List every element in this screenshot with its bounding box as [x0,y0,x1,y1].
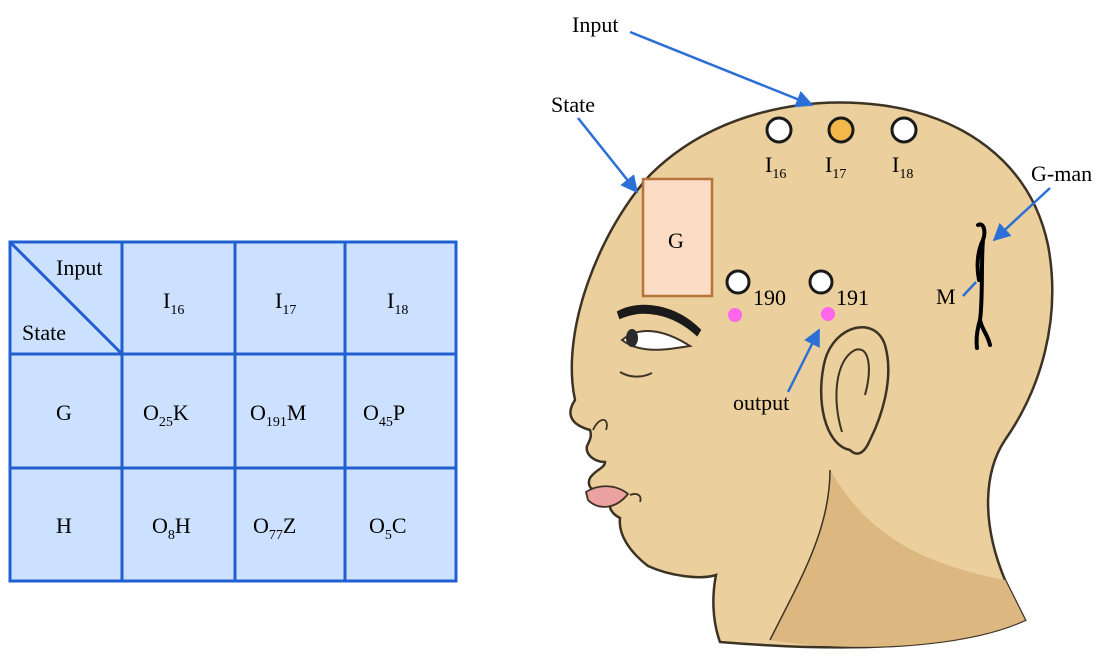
g-man-letter-pointer [962,281,977,297]
state-box-letter: G [668,228,684,253]
corner-diagonal [8,240,124,356]
head-illustration: G I16 I17 I18 190 191 M [569,101,1054,649]
input-label-i18: I18 [892,152,913,182]
callouts: Input State G-man output [551,12,1092,415]
eye [620,330,693,351]
corner-state-label: State [22,320,66,345]
neck-shadow [770,470,1025,647]
col-header-i18: I18 [387,288,408,318]
input-node-i17-active [827,116,855,144]
g-man-arrow [992,187,1051,242]
g-man-letter: M [936,284,956,309]
table-frame [8,240,458,583]
col-header-i16: I16 [163,288,184,318]
output-label-191: 191 [836,285,869,310]
cell-g-i16: O25K [143,400,189,430]
input-node-i16 [765,116,793,144]
input-arrow [629,30,814,108]
output-node-190 [725,269,751,295]
output-label-190: 190 [753,285,786,310]
input-node-i18 [890,116,918,144]
cell-g-i17: O191M [250,400,306,430]
input-callout-label: Input [572,12,618,37]
state-callout-label: State [551,92,595,117]
state-input-table: Input State I16 I17 I18 G O25K O191M O45… [8,240,458,583]
output-dot-191 [821,307,835,321]
eyebrow [616,304,702,337]
cell-h-i18: O5C [369,513,407,543]
cell-g-i18: O45P [363,400,405,430]
state-box [641,177,714,298]
output-node-191 [808,269,834,295]
g-man-callout-label: G-man [1031,161,1092,186]
ear [819,326,890,455]
input-label-i16: I16 [765,152,786,182]
row-state-h: H [56,513,72,538]
output-callout-label: output [733,390,789,415]
corner-input-label: Input [56,255,102,280]
col-header-i17: I17 [275,288,296,318]
state-arrow [577,117,639,194]
output-arrow [786,328,821,393]
row-state-g: G [56,400,72,425]
cell-h-i17: O77Z [253,513,296,543]
g-man-figure [974,222,992,350]
input-label-i17: I17 [825,152,846,182]
output-dot-190 [728,308,742,322]
lips [584,485,630,508]
cell-h-i16: O8H [152,513,191,543]
